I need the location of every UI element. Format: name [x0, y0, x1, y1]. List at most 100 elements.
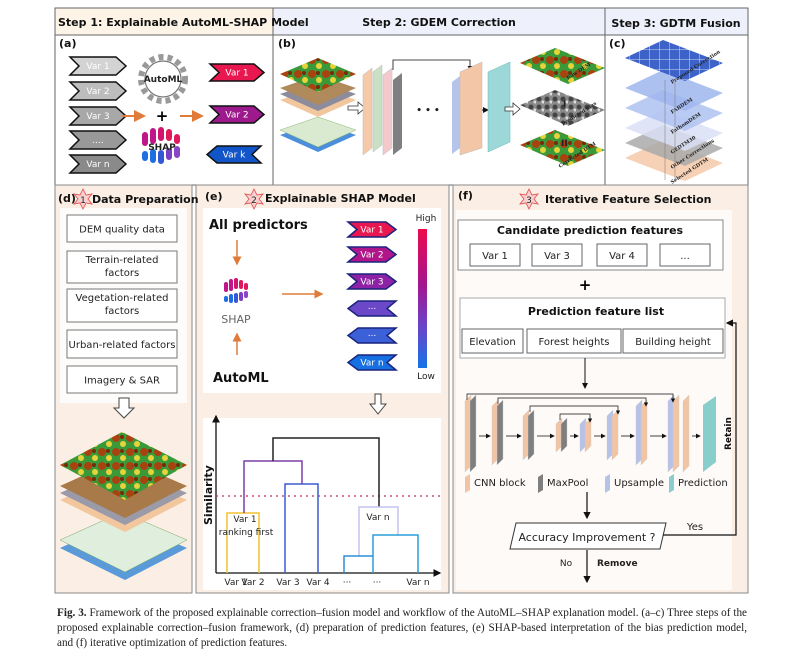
- step2-header: Step 2: GDEM Correction: [362, 16, 516, 29]
- panel-title: Data Preparation: [92, 193, 199, 206]
- plus-sign: +: [156, 107, 169, 125]
- step-number: 3: [526, 196, 532, 206]
- star-icon: [519, 188, 539, 210]
- data-category-label: factors: [105, 306, 140, 317]
- list-title: Prediction feature list: [528, 305, 664, 318]
- data-category-box: [66, 214, 178, 243]
- ellipsis: • • •: [416, 106, 440, 116]
- star-icon: [244, 188, 264, 210]
- chevron-label: Var 3: [360, 278, 383, 288]
- input-layer-stack: [279, 58, 357, 152]
- fusion-layer: [625, 40, 723, 81]
- roman-label: I: [563, 100, 566, 110]
- chevron-label: Var 3: [86, 112, 109, 122]
- colorbar-low-label: Low: [417, 372, 435, 382]
- ranked-variable-tag: ···: [346, 327, 399, 344]
- panel-a: (a) Var 1 Var 2 Var 3.... Var n AutoML + SH…: [59, 37, 266, 174]
- legend-label: Prediction: [678, 478, 728, 489]
- panel-title: Iterative Feature Selection: [545, 193, 711, 206]
- panel-d: (d) 1 Data Preparation DEM quality dataT…: [58, 188, 199, 580]
- annotation: Var 1: [233, 515, 256, 525]
- selected-feature-label: Forest heights: [539, 337, 610, 348]
- down-arrow-icon: [368, 393, 388, 415]
- retain-loop-arrow: [663, 319, 737, 536]
- step-number: 1: [80, 196, 86, 206]
- input-variable-tag: ....: [68, 130, 128, 150]
- panel-label: (e): [205, 190, 223, 203]
- decision-box: [509, 522, 667, 550]
- gear-icon: [138, 54, 188, 104]
- cluster-link-root: [272, 437, 380, 507]
- yes-label: Yes: [686, 522, 703, 533]
- fusion-layer: [625, 110, 723, 151]
- chevron-label: Var n: [360, 359, 383, 369]
- cluster-light-blue: [372, 534, 419, 573]
- selected-feature-box: [461, 328, 524, 354]
- x-tick-label: Var 4: [306, 578, 330, 588]
- data-category-label: Vegetation-related: [76, 293, 169, 304]
- candidate-feature-label: Var 4: [609, 251, 635, 262]
- shap-label: SHAP: [148, 143, 176, 153]
- cnn-encoder: [362, 59, 473, 156]
- remove-label: Remove: [597, 559, 638, 569]
- candidate-feature-box: [659, 243, 711, 267]
- data-category-box: [66, 365, 178, 394]
- output-variable-tag: Var 1: [208, 63, 266, 82]
- x-tick-label: Var n: [406, 578, 429, 588]
- shap-logo-icon: [142, 127, 180, 164]
- unet-diagram: [464, 393, 716, 473]
- candidate-feature-label: Var 3: [544, 251, 570, 262]
- input-variable-tag: Var n: [68, 154, 128, 174]
- x-tick-label: ···: [373, 578, 382, 588]
- panel-e: (e) 2 Explainable SHAP Model All predict…: [205, 188, 437, 415]
- legend-label: MaxPool: [547, 478, 588, 489]
- selected-feature-label: Building height: [635, 337, 711, 348]
- shap-logo-icon: [224, 278, 248, 303]
- feature-map-stack: [59, 432, 188, 580]
- x-tick-label: Var 3: [276, 578, 299, 588]
- chevron-label: ....: [92, 136, 103, 146]
- step1-header-bg: [55, 8, 273, 35]
- x-tick-label: Var 1: [224, 578, 247, 588]
- output-variable-tag: Var k: [205, 145, 263, 164]
- data-category-label: Terrain-related: [85, 255, 159, 266]
- x-tick-label: ···: [343, 578, 352, 588]
- panel-label: (f): [458, 189, 473, 202]
- figure-caption: Fig. 3. Framework of the proposed explai…: [57, 606, 747, 651]
- all-predictors-label: All predictors: [209, 218, 308, 233]
- data-category-box: [66, 329, 178, 359]
- candidate-title: Candidate prediction features: [497, 224, 684, 237]
- caption-text: Framework of the proposed explainable co…: [57, 607, 747, 649]
- selected-feature-label: Elevation: [469, 337, 515, 348]
- panel-label: (c): [609, 37, 626, 50]
- input-variable-tag: Var 1: [68, 56, 128, 76]
- panel-label: (d): [58, 192, 76, 205]
- chevron-label: Var 2: [360, 251, 383, 261]
- step3-header: Step 3: GDTM Fusion: [611, 17, 740, 30]
- cluster-varn: [358, 506, 399, 556]
- ranked-variable-tag: ···: [346, 300, 399, 317]
- down-arrow-icon: [112, 397, 136, 419]
- data-category-label: Imagery & SAR: [84, 376, 160, 387]
- decision-text: Accuracy Improvement ?: [518, 531, 655, 544]
- data-category-box: [66, 250, 178, 284]
- panel-label: (a): [59, 37, 76, 50]
- chevron-label: ···: [368, 332, 377, 342]
- panel-title: Explainable SHAP Model: [265, 192, 416, 205]
- colorbar-high-label: High: [416, 214, 437, 224]
- automl-label: AutoML: [144, 75, 183, 85]
- candidate-feature-box: [596, 243, 648, 267]
- ranked-variable-tag: Var 3: [345, 273, 398, 290]
- roman-label: II: [561, 139, 568, 149]
- chevron-label: Var 2: [225, 111, 248, 121]
- panel-b: (b) • • • Raw DEM Predicted bias Correct…: [278, 37, 605, 170]
- selected-feature-box: [622, 328, 724, 354]
- step1-header: Step 1: Explainable AutoML-SHAP Model: [58, 16, 309, 29]
- step23-header-bg: [273, 8, 748, 35]
- chevron-label: Var 1: [225, 69, 248, 79]
- cluster-small: [343, 555, 373, 573]
- shap-label: SHAP: [221, 313, 251, 326]
- raw-dem-map: [520, 48, 605, 84]
- no-label: No: [560, 559, 573, 569]
- predicted-bias-map: [520, 90, 605, 126]
